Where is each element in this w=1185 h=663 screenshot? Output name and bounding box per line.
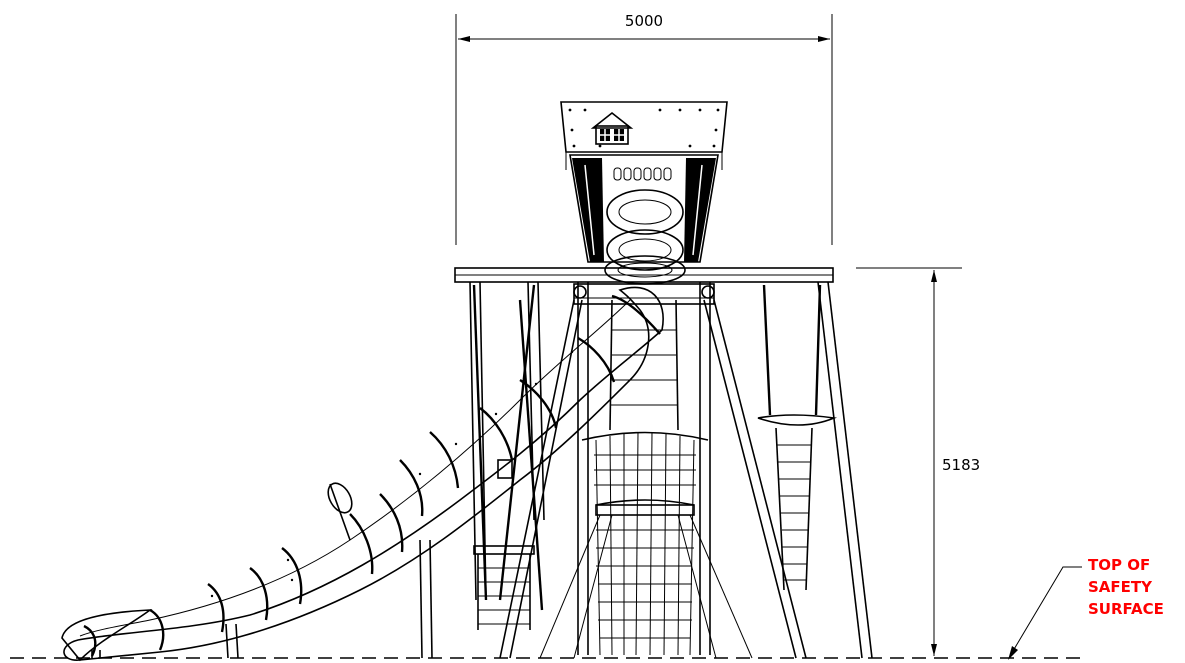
height-dimension: 5183 [856, 267, 980, 656]
tower-arches [613, 167, 672, 181]
width-dimension-label: 5000 [625, 12, 663, 30]
safety-surface-callout-leader [1008, 566, 1082, 660]
dormer-window [590, 111, 634, 145]
tube-slide [61, 286, 664, 662]
left-rope-ladder [473, 545, 535, 630]
width-dimension: 5000 [455, 12, 833, 245]
callout-line-2: SAFETY [1088, 578, 1153, 596]
center-ladder [609, 299, 679, 431]
tower-body [569, 154, 719, 271]
callout-line-1: TOP OF [1088, 556, 1150, 574]
right-rope-ladder [757, 414, 838, 591]
safety-surface-callout: TOP OF SAFETY SURFACE [1088, 556, 1164, 618]
hanging-ropes [472, 284, 822, 611]
climbing-net [539, 431, 753, 659]
height-dimension-label: 5183 [942, 456, 980, 474]
callout-line-3: SURFACE [1088, 600, 1164, 618]
tower-roof [560, 101, 728, 170]
support-frame [469, 281, 873, 659]
slide-rings [83, 294, 661, 657]
